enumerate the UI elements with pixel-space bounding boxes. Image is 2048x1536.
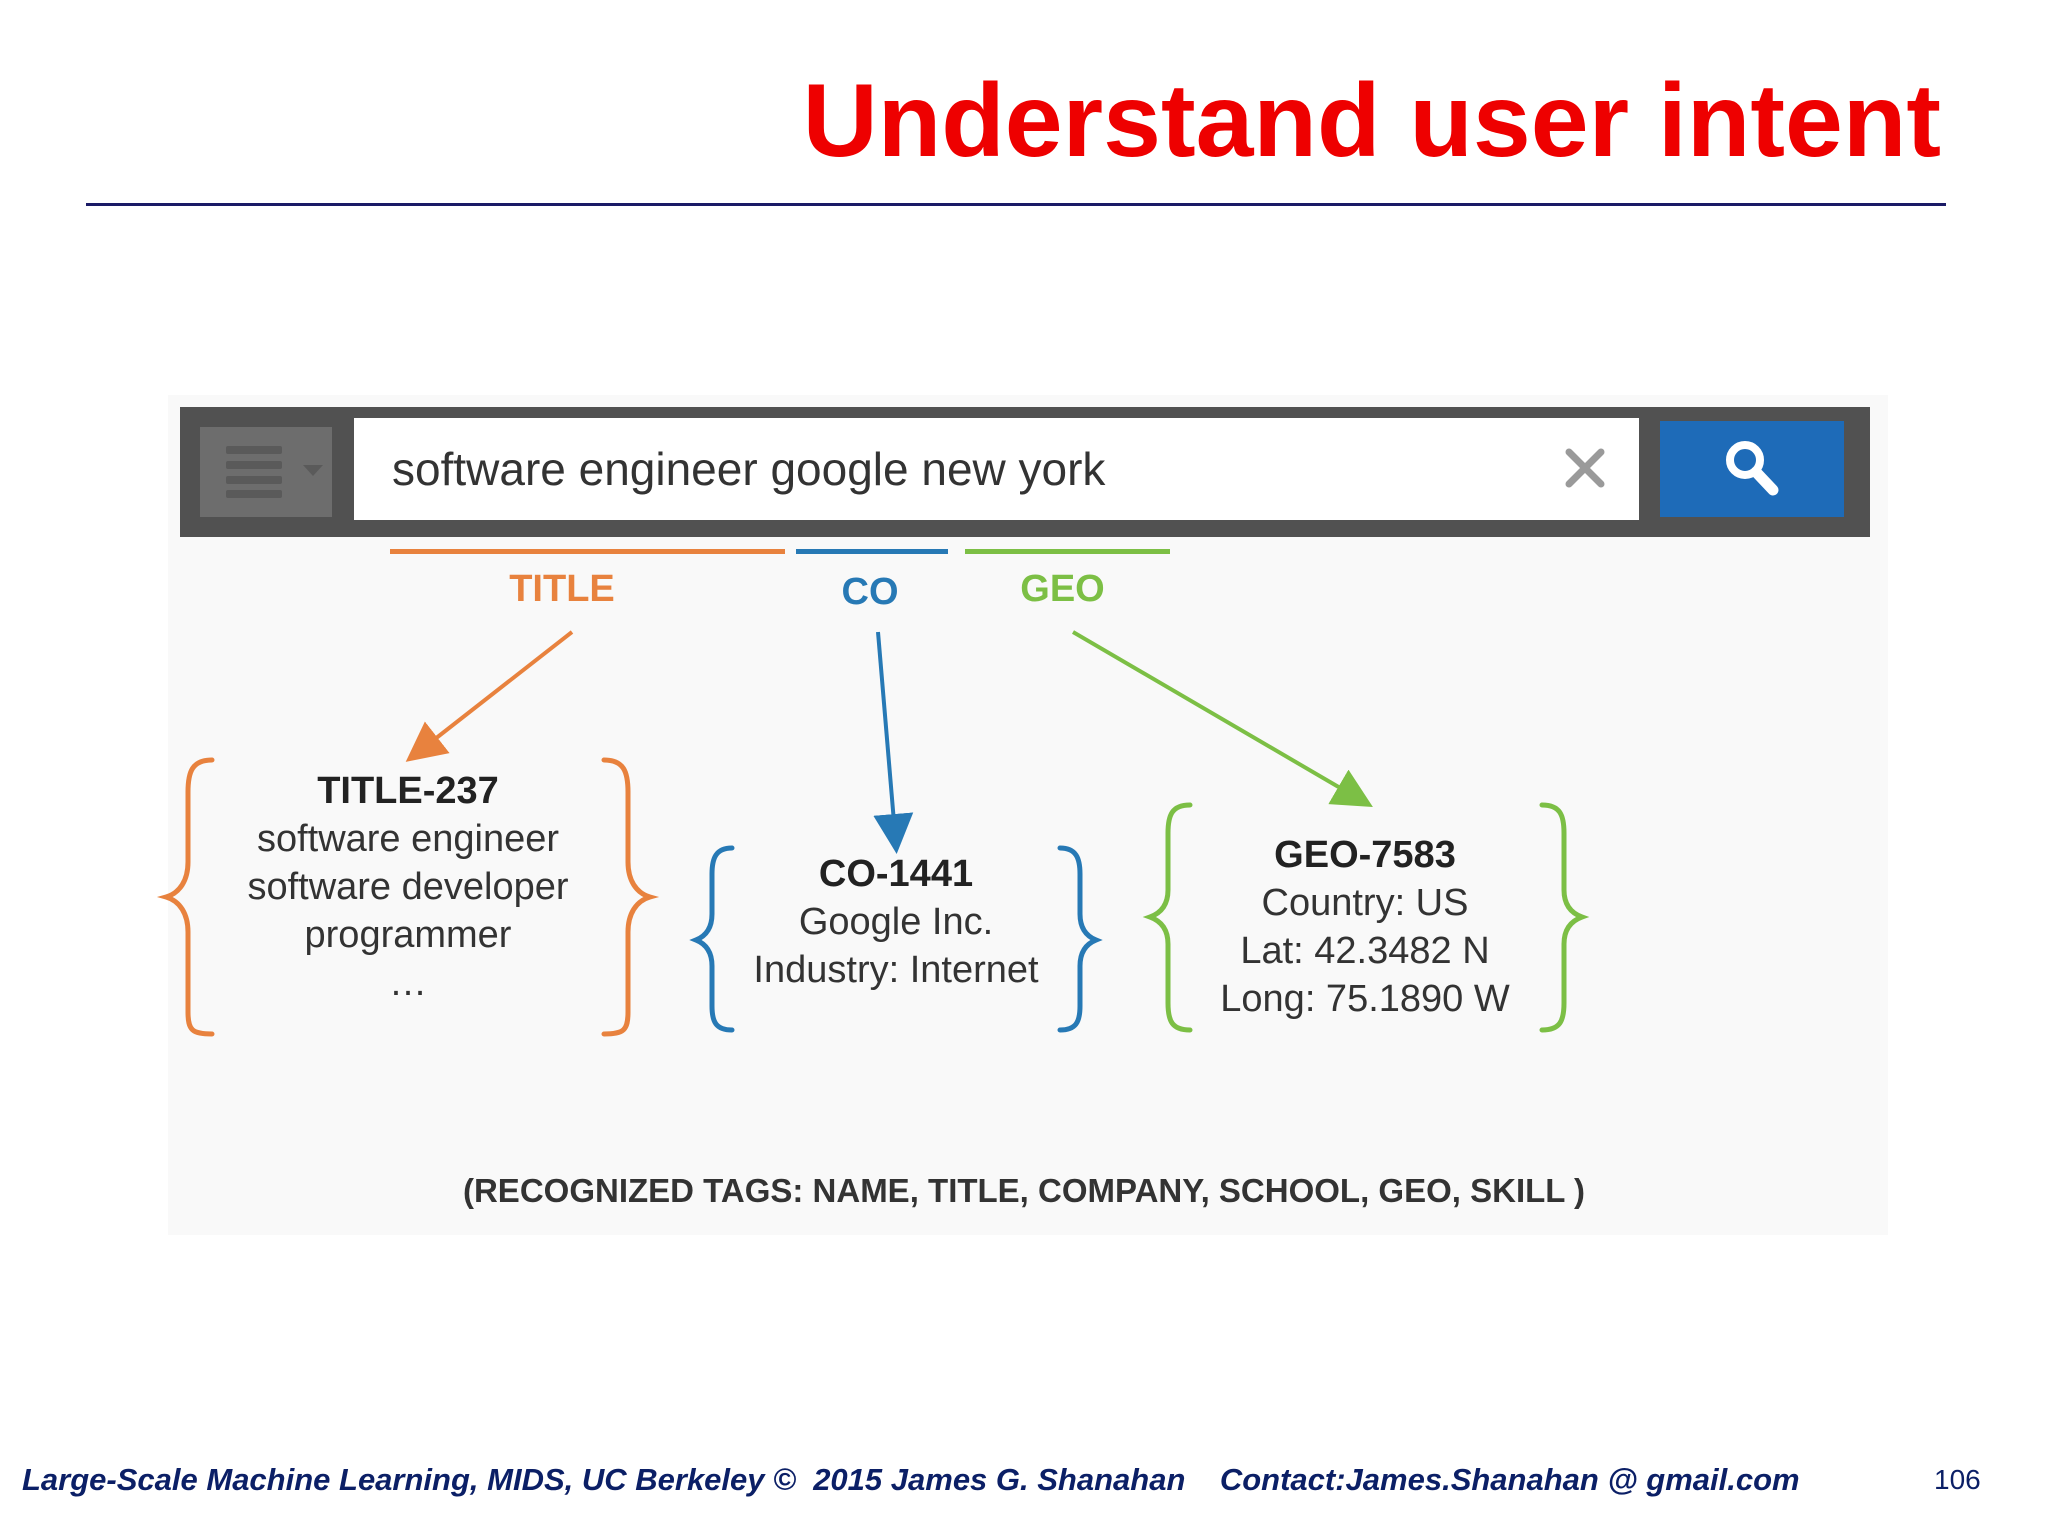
- slide-footer: Large-Scale Machine Learning, MIDS, UC B…: [22, 1462, 1800, 1497]
- entity-line: Country: US: [1261, 882, 1469, 924]
- entity-line: …: [389, 962, 427, 1004]
- hamburger-menu-icon: [226, 446, 282, 498]
- entity-line: software engineer: [256, 818, 560, 860]
- brace-left-geo: [1142, 802, 1193, 1033]
- recognized-tags-caption: (RECOGNIZED TAGS: NAME, TITLE, COMPANY, …: [462, 1172, 1586, 1209]
- search-button[interactable]: [1660, 421, 1844, 517]
- entity-line: software developer: [247, 866, 569, 908]
- arrow-co: [873, 631, 914, 854]
- brace-right-geo: [1539, 802, 1590, 1033]
- brace-right-title: [601, 757, 660, 1037]
- entity-id: GEO-7583: [1274, 834, 1456, 876]
- entity-id: TITLE-237: [317, 770, 499, 812]
- brace-left-title: [156, 757, 215, 1037]
- brace-left-co: [689, 845, 735, 1033]
- tag-underline-geo: [965, 549, 1170, 554]
- tag-underline-co: [796, 549, 948, 554]
- entity-line: Lat: 42.3482 N: [1240, 930, 1490, 972]
- brace-right-co: [1057, 845, 1103, 1033]
- entity-line: Google Inc.: [798, 901, 994, 943]
- page-number: 106: [1934, 1464, 1981, 1495]
- entity-id: CO-1441: [818, 853, 974, 895]
- entity-line: Industry: Internet: [753, 949, 1039, 991]
- arrow-geo: [1071, 630, 1373, 808]
- chevron-down-icon: [303, 465, 323, 476]
- arrow-title: [405, 630, 574, 762]
- entity-line: programmer: [304, 914, 512, 956]
- tag-underline-title: [390, 549, 785, 554]
- tag-label-geo: GEO: [1020, 568, 1105, 610]
- entity-title: TITLE-237 software engineer software dev…: [208, 767, 608, 1007]
- entity-co: CO-1441 Google Inc. Industry: Internet: [726, 850, 1066, 994]
- tag-label-title: TITLE: [509, 568, 615, 610]
- slide-title: Understand user intent: [802, 63, 1941, 179]
- close-icon[interactable]: [1562, 445, 1608, 491]
- search-icon: [1726, 441, 1779, 496]
- title-divider: [86, 203, 1946, 206]
- entity-geo: GEO-7583 Country: US Lat: 42.3482 N Long…: [1180, 831, 1550, 1023]
- search-input[interactable]: [354, 418, 1639, 520]
- tag-label-co: CO: [841, 571, 899, 613]
- entity-line: Long: 75.1890 W: [1220, 978, 1510, 1020]
